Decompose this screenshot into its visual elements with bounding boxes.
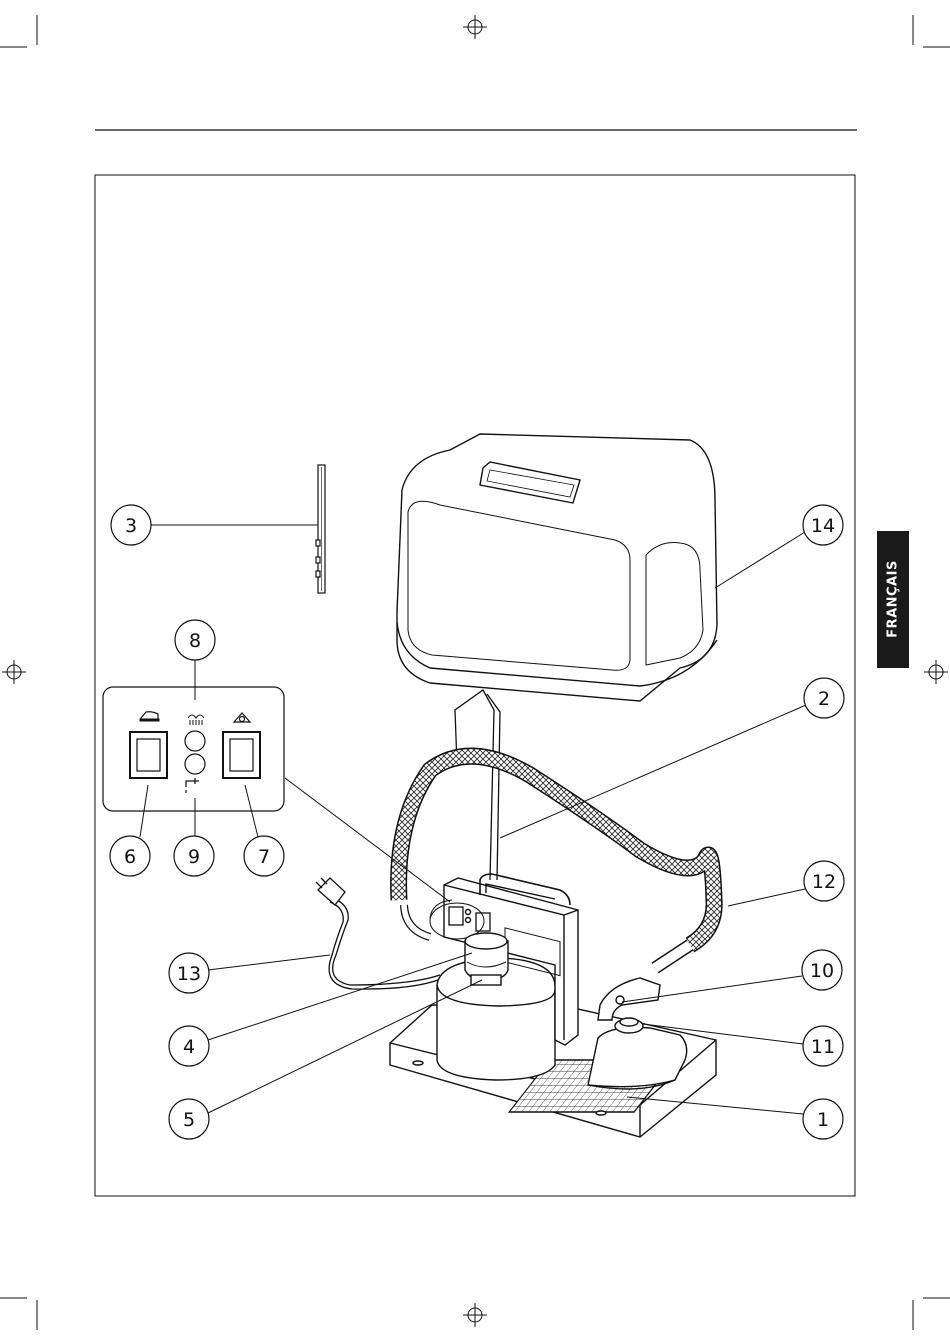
callout-9: 9 [174, 836, 214, 876]
callout-6: 6 [110, 836, 150, 876]
callout-3: 3 [111, 505, 151, 545]
callout-12-label: 12 [812, 871, 836, 893]
callout-1-label: 1 [817, 1109, 829, 1131]
callout-7: 7 [244, 836, 284, 876]
callout-8-label: 8 [189, 630, 201, 652]
callout-12: 12 [804, 861, 844, 901]
callout-4: 4 [169, 1026, 209, 1066]
callout-10: 10 [802, 950, 842, 990]
callout-7-label: 7 [258, 846, 270, 868]
callout-2-label: 2 [818, 688, 830, 710]
registration-mark-top [463, 15, 487, 39]
registration-mark-left [2, 660, 26, 684]
callout-2: 2 [804, 678, 844, 718]
support-rod [316, 465, 325, 593]
language-tab-label: FRANÇAIS [886, 560, 901, 638]
callout-8: 8 [175, 620, 215, 660]
registration-mark-right [924, 660, 948, 684]
hose-rack [455, 690, 500, 880]
cover [397, 434, 717, 701]
callout-4-label: 4 [183, 1036, 195, 1058]
language-tab: FRANÇAIS [877, 531, 909, 668]
callout-5-label: 5 [183, 1109, 195, 1131]
callout-13: 13 [169, 953, 209, 993]
steam-indicator-light [185, 731, 205, 751]
control-panel-inset [103, 687, 284, 811]
boiler-panel-switch-iron [449, 907, 463, 925]
water-indicator-light [185, 754, 205, 774]
callout-11: 11 [803, 1026, 843, 1066]
callout-10-label: 10 [810, 960, 834, 982]
iron-steam-button [616, 996, 624, 1004]
filler-cap [465, 933, 508, 985]
callout-11-label: 11 [811, 1036, 835, 1058]
callout-14-label: 14 [811, 515, 835, 537]
callout-5: 5 [169, 1099, 209, 1139]
callout-1: 1 [803, 1099, 843, 1139]
callout-9-label: 9 [188, 846, 200, 868]
registration-mark-bottom [463, 1303, 487, 1327]
callout-6-label: 6 [124, 846, 136, 868]
callout-3-label: 3 [125, 515, 137, 537]
callout-13-label: 13 [177, 963, 201, 985]
callout-14: 14 [803, 505, 843, 545]
